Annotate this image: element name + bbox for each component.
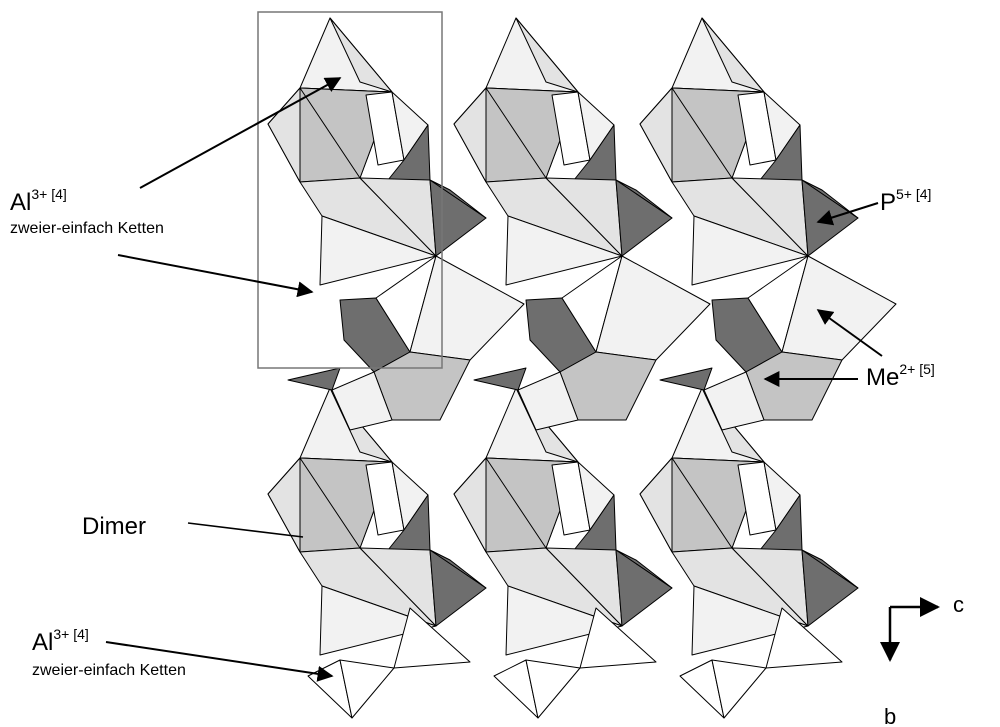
band-1-me-mid-c (517, 371, 579, 431)
axis-b-label: b (884, 704, 896, 727)
al-bottom-pointer (105, 641, 334, 682)
motif-5-me-face-c (639, 457, 673, 553)
motif-0-al-tetra-face (329, 17, 393, 93)
motif-1-me-face-c (453, 87, 487, 183)
al-top-chain-pointer (117, 254, 314, 298)
bottom-2-al-tetra-c (765, 607, 843, 669)
motif-5-me-lower-b (691, 585, 809, 656)
motif-1-al-tetra-face (515, 17, 579, 93)
motif-3-p-tetra-b (429, 549, 487, 627)
band-2-p-dark-b (659, 367, 713, 391)
motif-2-al-tetra-face (701, 17, 765, 93)
axis-c-label: c (953, 592, 964, 617)
unit-cell-outline (257, 11, 443, 369)
motif-3-me-face-c (267, 457, 301, 553)
motif-1-me-lower-b (505, 215, 623, 286)
dimer-pointer (187, 522, 304, 538)
motif-3-p-tetra-b2 (429, 549, 487, 589)
bottom-1-al-tetra-c (579, 607, 657, 669)
axis-indicator: c b (880, 592, 964, 727)
motif-0-p-tetra-b (429, 179, 487, 257)
motif-4-p-tetra-b (615, 549, 673, 627)
motif-2-me-lower-b (691, 215, 809, 286)
bottom-0-al-tetra-b (339, 659, 395, 719)
dimer-label: Dimer (82, 513, 146, 540)
al-top-label: Al3+ [4] (10, 186, 67, 216)
bottom-0-al-tetra-c (393, 607, 471, 669)
p-label: P5+ [4] (880, 186, 931, 216)
polyhedra-network (267, 17, 897, 719)
motif-5-p-tetra-b (801, 549, 859, 627)
band-2-me-mid-c (703, 371, 765, 431)
motif-5-p-tetra-b2 (801, 549, 859, 589)
band-0-me-mid-c (331, 371, 393, 431)
motif-1-p-tetra-b2 (615, 179, 673, 219)
bottom-1-al-tetra-b (525, 659, 581, 719)
al-bottom-chain-label: zweier-einfach Ketten (32, 662, 186, 679)
motif-4-p-tetra-b2 (615, 549, 673, 589)
al-top-pointer (139, 77, 342, 189)
p-pointer (816, 202, 879, 226)
motif-4-me-face-c (453, 457, 487, 553)
motif-0-me-lower-b (319, 215, 437, 286)
al-top-chain-label: zweier-einfach Ketten (10, 220, 164, 237)
annotations: Al3+ [4] zweier-einfach Ketten P5+ [4] M… (10, 77, 964, 727)
band-0-p-dark-b (287, 367, 341, 391)
bottom-2-al-tetra-b (711, 659, 767, 719)
motif-0-me-face-c (267, 87, 301, 183)
me-pointer-upper (816, 309, 883, 357)
motif-3-me-lower-b (319, 585, 437, 656)
band-1-p-dark-b (473, 367, 527, 391)
al-bottom-label: Al3+ [4] (32, 626, 89, 656)
motif-0-p-tetra-b2 (429, 179, 487, 219)
motif-4-me-lower-b (505, 585, 623, 656)
motif-1-p-tetra-b (615, 179, 673, 257)
motif-2-p-tetra-b2 (801, 179, 859, 219)
motif-2-me-face-c (639, 87, 673, 183)
me-label: Me2+ [5] (866, 361, 935, 391)
